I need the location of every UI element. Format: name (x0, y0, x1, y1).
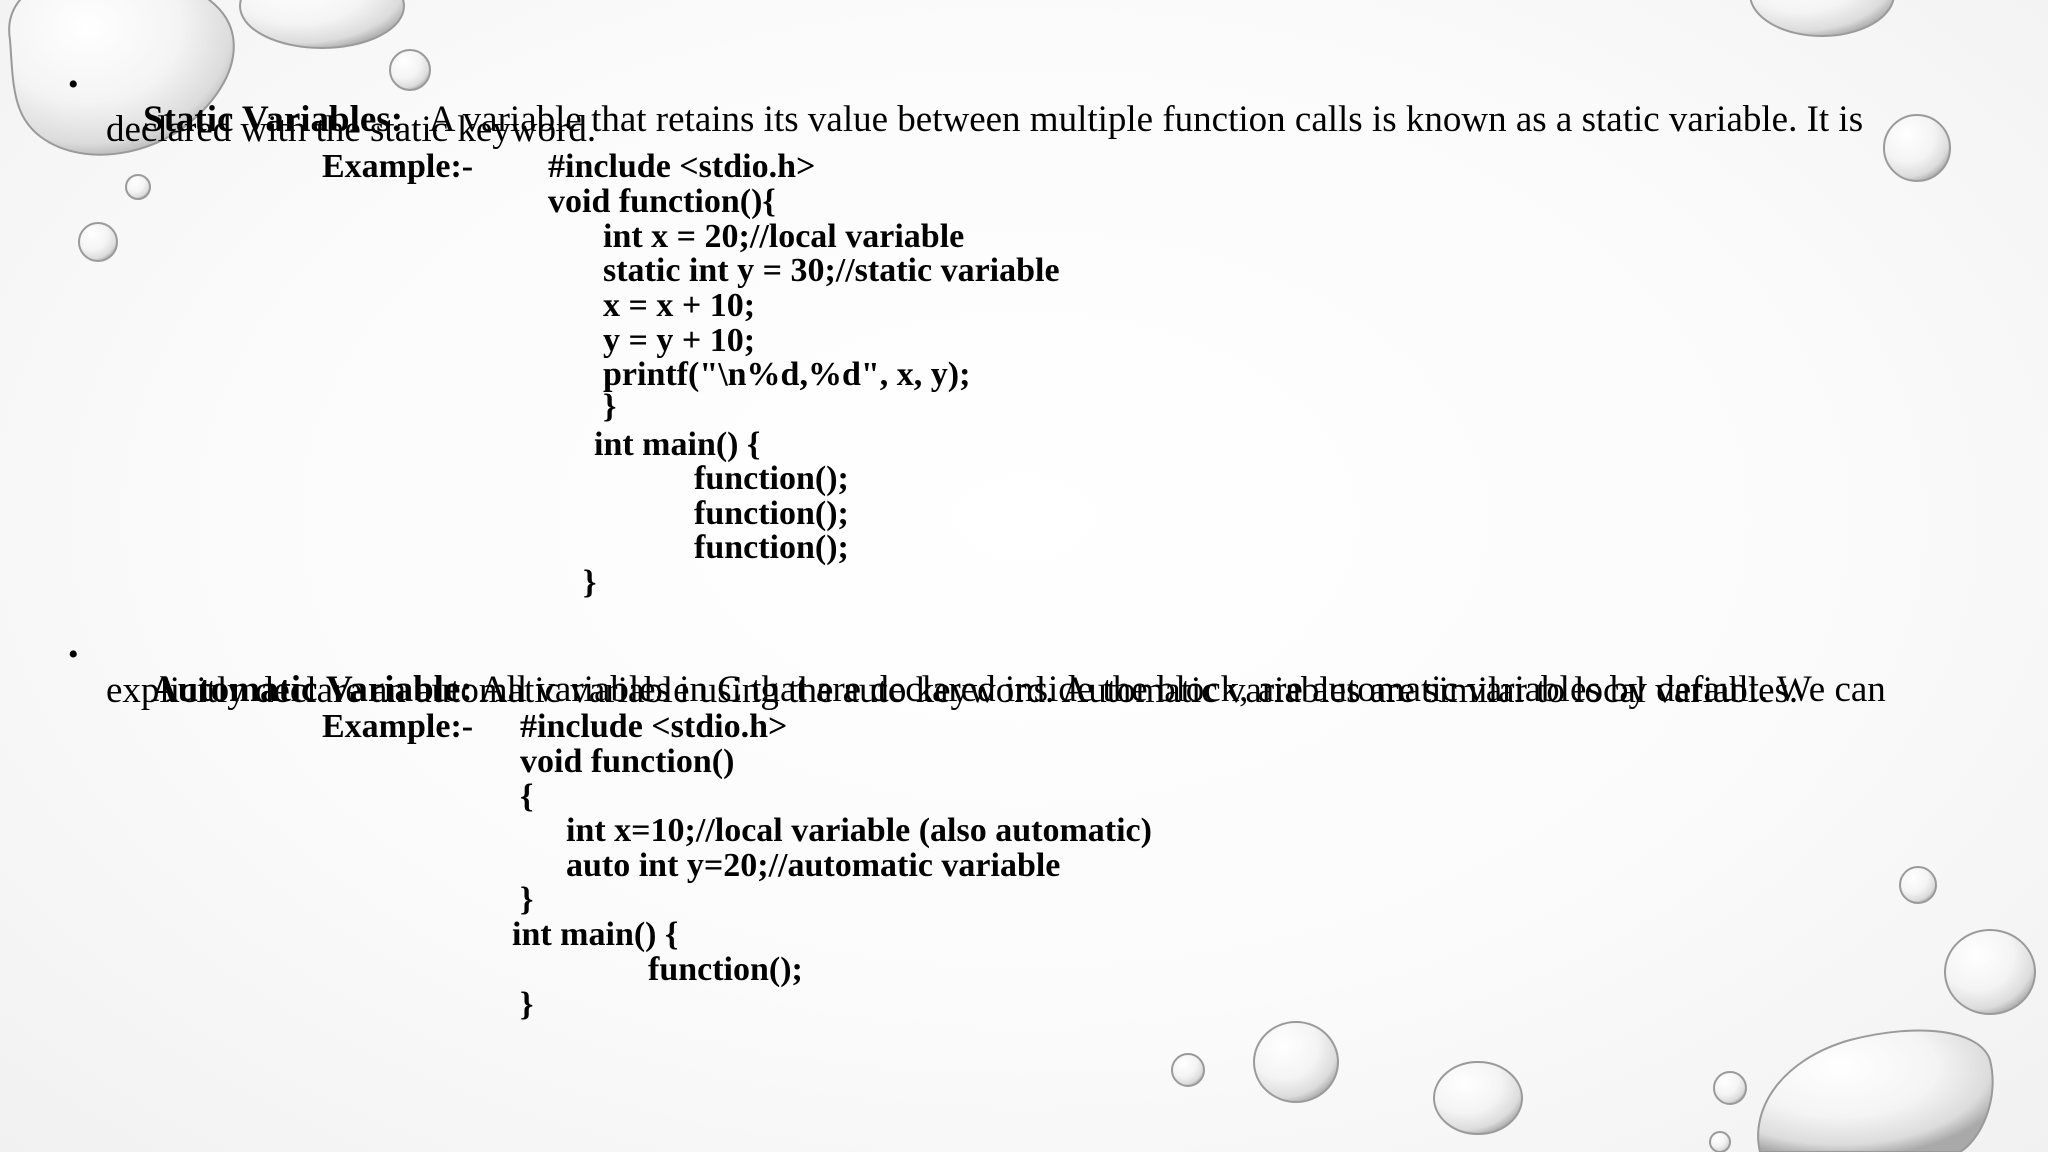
water-drop-bottom (1433, 1061, 1523, 1135)
static-code-line: int x = 20;//local variable (603, 218, 965, 255)
automatic-description-line1: Automatic Variable: All variables in C t… (114, 634, 1886, 745)
static-code-line: } (583, 564, 597, 601)
automatic-code-line: } (520, 881, 534, 918)
bullet-automatic: • (68, 638, 79, 671)
automatic-code-line: } (520, 986, 534, 1023)
static-code-line: void function(){ (548, 183, 776, 220)
static-code-line: } (603, 388, 617, 425)
bullet-static: • (68, 68, 79, 101)
automatic-code-line: int x=10;//local variable (also automati… (566, 812, 1152, 849)
automatic-example-label: Example:- (322, 708, 474, 745)
static-code-line: function(); (694, 460, 849, 497)
automatic-code-line: #include <stdio.h> (520, 708, 788, 745)
water-drop-small (1709, 1131, 1731, 1152)
static-description-line2: declared with the static keyword. (106, 109, 597, 150)
automatic-code-line: function(); (648, 951, 803, 988)
water-drop-small (1899, 866, 1937, 904)
static-code-line: function(); (694, 529, 849, 566)
automatic-term: Automatic Variable: (151, 669, 473, 710)
static-description-text: A variable that retains its value betwee… (428, 99, 1864, 140)
static-code-line: y = y + 10; (603, 322, 756, 359)
automatic-code-line: void function() (520, 743, 735, 780)
water-drop-small (78, 222, 118, 262)
water-drop-small (125, 174, 151, 200)
static-term: Static Variables: (143, 99, 404, 140)
water-drop-bottom (1253, 1021, 1339, 1103)
static-example-label: Example:- (322, 148, 474, 185)
water-drop-small (1713, 1071, 1747, 1105)
water-drop-small (1171, 1053, 1205, 1087)
water-drop-small (1883, 114, 1951, 182)
automatic-code-line: int main() { (512, 916, 679, 953)
static-code-line: printf("\n%d,%d", x, y); (603, 356, 971, 393)
static-code-line: int main() { (594, 426, 761, 463)
static-code-line: function(); (694, 495, 849, 532)
water-drop-right (1944, 929, 2036, 1015)
water-drop-top (239, 0, 405, 49)
static-code-line: x = x + 10; (603, 287, 756, 324)
water-drop-topright (1749, 0, 1895, 37)
automatic-description-line2: explicitly declare an automatic variable… (106, 670, 1799, 711)
automatic-description-text: All variables in C that are declared ins… (479, 669, 1886, 710)
automatic-code-line: auto int y=20;//automatic variable (566, 847, 1061, 884)
static-description-line1: Static Variables: A variable that retain… (106, 64, 1863, 175)
static-code-line: static int y = 30;//static variable (603, 252, 1060, 289)
static-code-line: #include <stdio.h> (548, 148, 816, 185)
water-drop-large-bottomright (1757, 1029, 1994, 1152)
automatic-code-line: { (520, 778, 534, 815)
